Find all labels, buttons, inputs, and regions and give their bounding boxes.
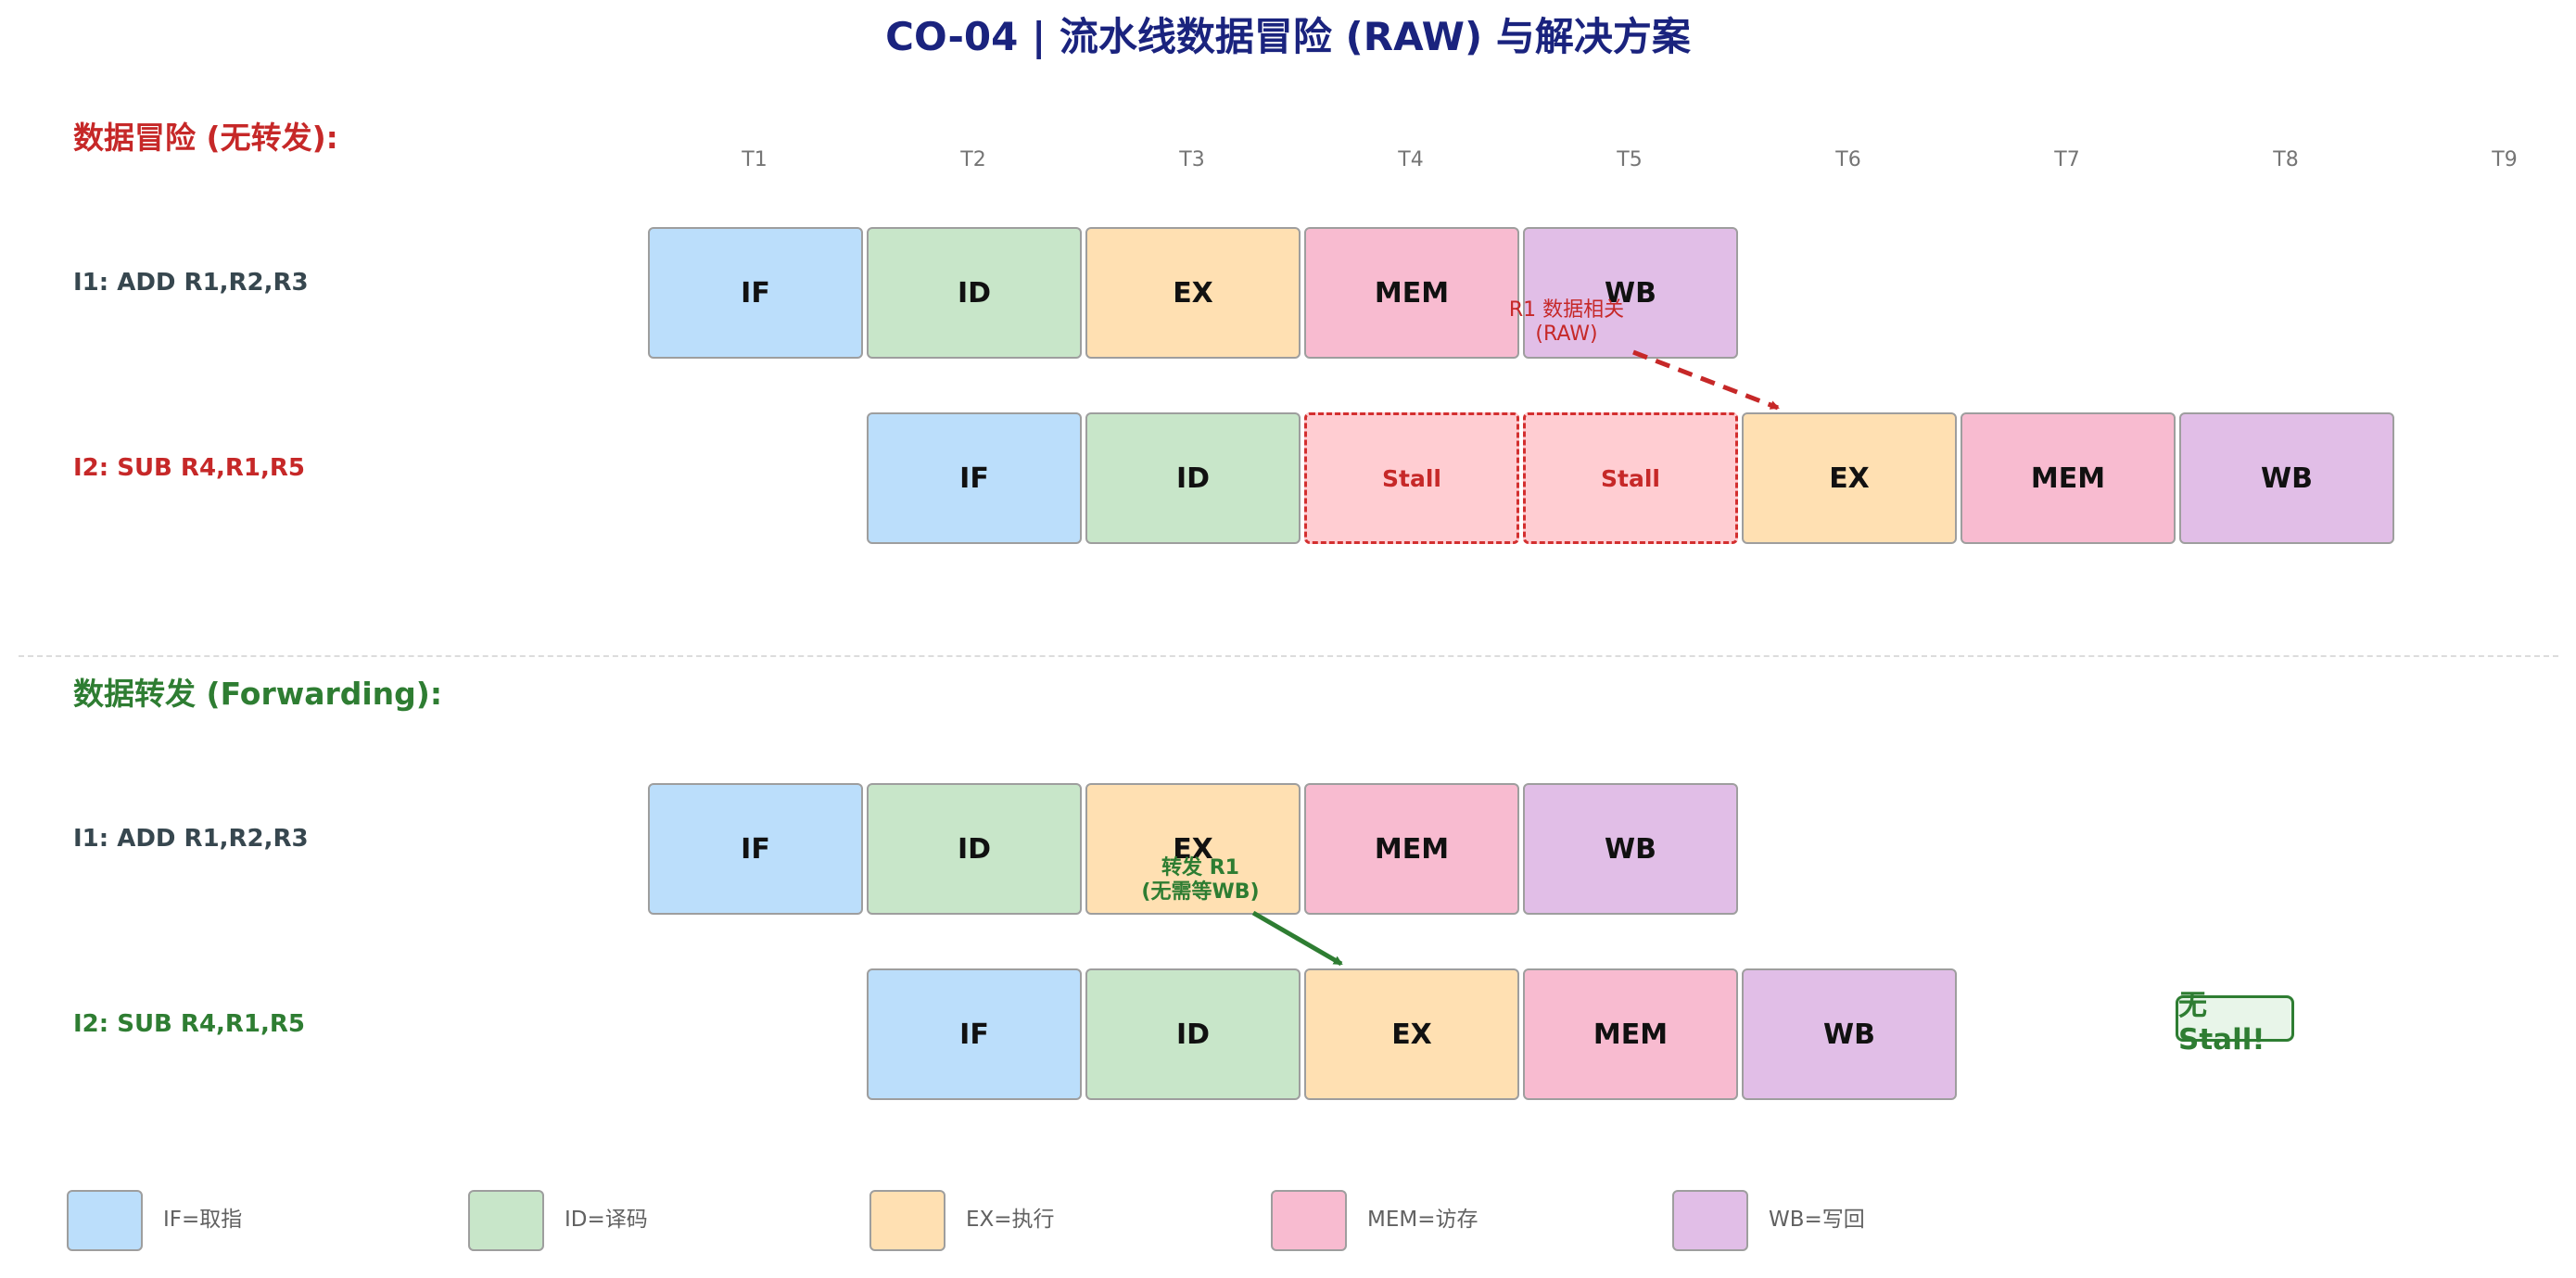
forwarding-note-line-1: 转发 R1 — [1161, 856, 1239, 879]
hazard-i1-stage-id-2: ID — [867, 227, 1082, 359]
forwarding-note-line-2: (无需等WB) — [1141, 880, 1260, 904]
timeline-tick-t8: T8 — [2273, 148, 2299, 171]
section-divider — [19, 655, 2558, 657]
legend-label-ex: EX=执行 — [966, 1208, 1055, 1232]
raw-dependency-arrow — [1632, 349, 1780, 411]
legend-label-mem: MEM=访存 — [1367, 1208, 1478, 1232]
timeline-tick-t1: T1 — [742, 148, 768, 171]
raw-note-line-2: (RAW) — [1535, 323, 1598, 346]
forwarding-i2-stage-if-1: IF — [867, 968, 1082, 1100]
timeline-tick-t6: T6 — [1835, 148, 1861, 171]
timeline-tick-t2: T2 — [960, 148, 986, 171]
hazard-i2-stage-if-1: IF — [867, 412, 1082, 544]
timeline-tick-t7: T7 — [2054, 148, 2080, 171]
hazard-i2-stage-wb-7: WB — [2179, 412, 2394, 544]
hazard-i1-stage-mem-4: MEM — [1304, 227, 1519, 359]
raw-note-line-1: R1 数据相关 — [1508, 298, 1625, 322]
legend-label-wb: WB=写回 — [1769, 1208, 1865, 1232]
forwarding-i1-stage-if-1: IF — [648, 783, 863, 915]
forwarding-arrow — [1251, 910, 1343, 967]
hazard-i2-stage-stall-3: Stall — [1304, 412, 1519, 544]
raw-dependency-note: R1 数据相关 (RAW) — [1474, 298, 1659, 347]
forwarding-i1-stage-ex-3: EX — [1085, 783, 1301, 915]
forwarding-note: 转发 R1 (无需等WB) — [1108, 856, 1293, 905]
forwarding-i1-stage-id-2: ID — [867, 783, 1082, 915]
legend-swatch-if — [67, 1190, 143, 1251]
legend-label-id: ID=译码 — [565, 1208, 648, 1232]
hazard-i1-stage-wb-5: WB — [1523, 227, 1738, 359]
timeline-tick-t5: T5 — [1617, 148, 1643, 171]
forwarding-i2-stage-ex-3: EX — [1304, 968, 1519, 1100]
legend-swatch-ex — [869, 1190, 945, 1251]
page-title: CO-04 | 流水线数据冒险 (RAW) 与解决方案 — [885, 14, 1691, 59]
hazard-row-label-i1: I1: ADD R1,R2,R3 — [73, 269, 309, 297]
forwarding-i1-stage-mem-4: MEM — [1304, 783, 1519, 915]
timeline-tick-t3: T3 — [1179, 148, 1205, 171]
forwarding-i2-stage-mem-4: MEM — [1523, 968, 1738, 1100]
legend-swatch-mem — [1271, 1190, 1347, 1251]
legend-swatch-wb — [1672, 1190, 1748, 1251]
forwarding-row-label-i1: I1: ADD R1,R2,R3 — [73, 825, 309, 853]
timeline-tick-t9: T9 — [2492, 148, 2518, 171]
forwarding-section-title: 数据转发 (Forwarding): — [73, 676, 443, 712]
hazard-i2-stage-stall-4: Stall — [1523, 412, 1738, 544]
forwarding-row-label-i2: I2: SUB R4,R1,R5 — [73, 1010, 306, 1038]
legend-label-if: IF=取指 — [163, 1208, 243, 1232]
legend-swatch-id — [468, 1190, 544, 1251]
hazard-i1-stage-ex-3: EX — [1085, 227, 1301, 359]
forwarding-i2-stage-id-2: ID — [1085, 968, 1301, 1100]
hazard-row-label-i2: I2: SUB R4,R1,R5 — [73, 454, 306, 482]
hazard-i1-stage-if-1: IF — [648, 227, 863, 359]
hazard-i2-stage-ex-5: EX — [1742, 412, 1957, 544]
timeline-tick-t4: T4 — [1398, 148, 1424, 171]
hazard-i2-stage-mem-6: MEM — [1961, 412, 2176, 544]
forwarding-i1-stage-wb-5: WB — [1523, 783, 1738, 915]
forwarding-i2-stage-wb-5: WB — [1742, 968, 1957, 1100]
hazard-section-title: 数据冒险 (无转发): — [73, 120, 338, 156]
hazard-i2-stage-id-2: ID — [1085, 412, 1301, 544]
